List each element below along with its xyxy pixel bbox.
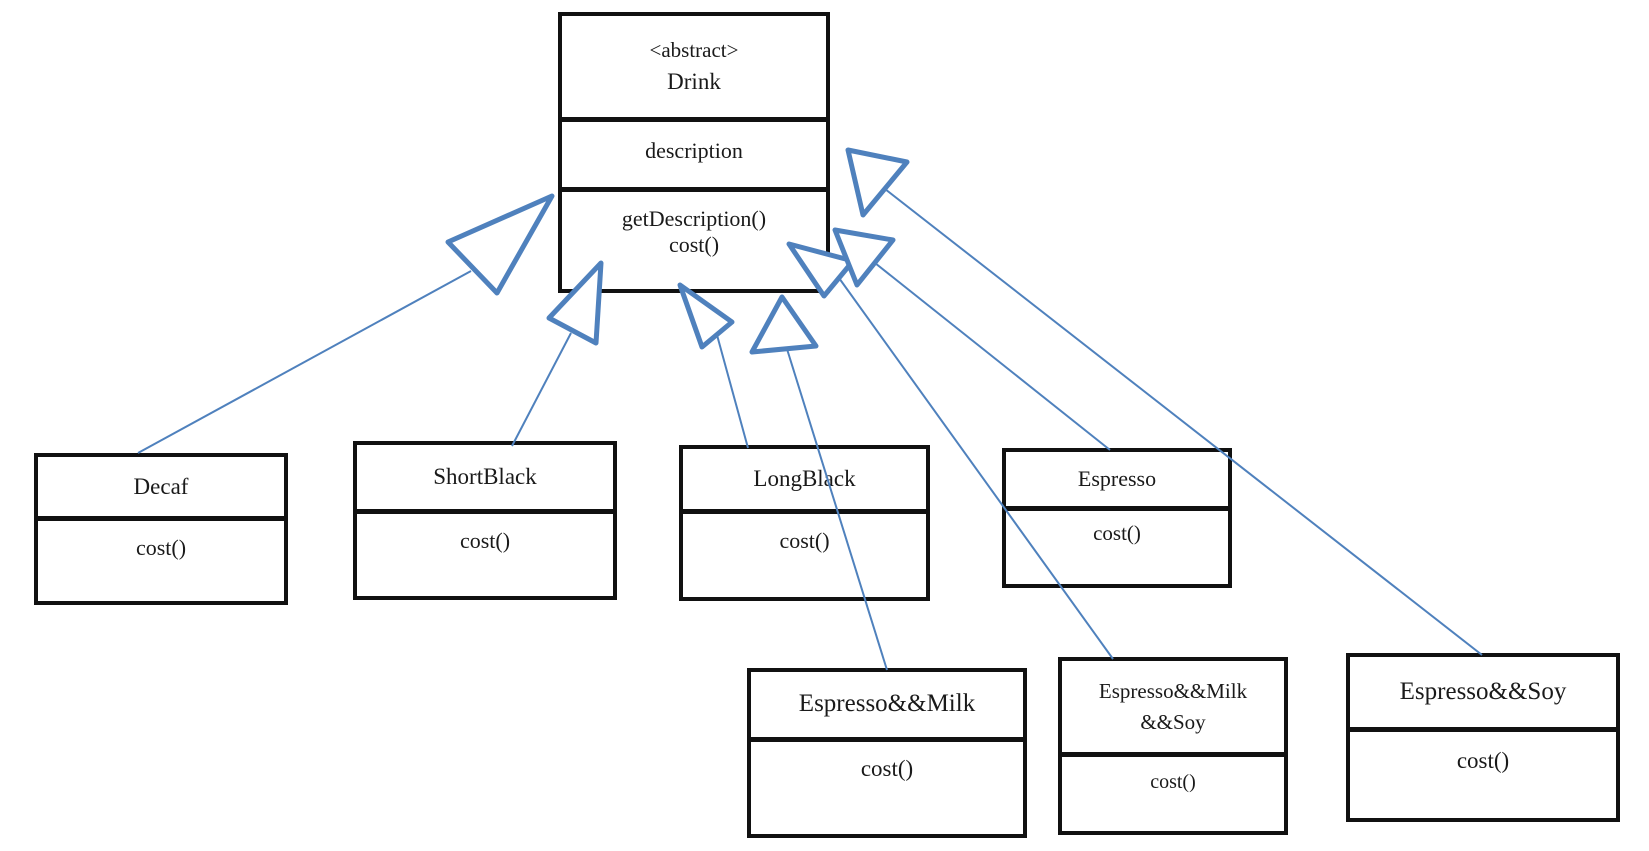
method-cost: cost() — [1456, 748, 1510, 773]
class-name-longblack: LongBlack — [753, 466, 856, 492]
method-cost: cost() — [860, 756, 914, 781]
inheritance-arrowhead-espresso-milk — [749, 294, 819, 355]
class-name-espresso-milk-soy-line1: Espresso&&Milk — [1098, 679, 1248, 704]
inheritance-arrowhead-longblack — [677, 282, 735, 350]
methods-section-longblack: cost() — [683, 509, 926, 597]
method-cost: cost() — [1093, 521, 1141, 545]
class-header-longblack: LongBlack — [683, 449, 926, 509]
class-box-espresso-soy: Espresso&&Soy cost() — [1346, 653, 1620, 822]
method-getdescription: getDescription() — [621, 206, 767, 231]
attribute-description: description — [645, 138, 743, 163]
inheritance-line-shortblack — [511, 332, 572, 447]
methods-section-shortblack: cost() — [357, 509, 613, 596]
methods-section-espresso: cost() — [1006, 506, 1228, 584]
method-cost: cost() — [779, 528, 830, 553]
class-header-espresso-soy: Espresso&&Soy — [1350, 657, 1616, 727]
class-box-drink: <abstract> Drink description getDescript… — [558, 12, 830, 293]
class-header-espresso-milk: Espresso&&Milk — [751, 672, 1023, 737]
class-name-drink: Drink — [667, 69, 721, 95]
methods-section-espresso-milk: cost() — [751, 737, 1023, 834]
class-box-decaf: Decaf cost() — [34, 453, 288, 605]
methods-section-espresso-soy: cost() — [1350, 727, 1616, 818]
inheritance-line-espresso — [874, 262, 1111, 451]
inheritance-arrowhead-espresso-soy — [845, 147, 910, 218]
class-box-longblack: LongBlack cost() — [679, 445, 930, 601]
inheritance-line-longblack — [716, 334, 749, 449]
inheritance-line-decaf — [137, 270, 472, 454]
method-cost: cost() — [1150, 771, 1196, 793]
class-header-decaf: Decaf — [38, 457, 284, 516]
class-name-espresso-milk-soy-line2: &&Soy — [1140, 709, 1206, 734]
class-name-espresso-soy: Espresso&&Soy — [1399, 677, 1567, 705]
class-header-shortblack: ShortBlack — [357, 445, 613, 509]
class-box-shortblack: ShortBlack cost() — [353, 441, 617, 600]
class-name-espresso: Espresso — [1077, 466, 1157, 492]
method-cost: cost() — [459, 528, 511, 553]
class-header-espresso-milk-soy: Espresso&&Milk &&Soy — [1062, 661, 1284, 752]
class-box-espresso: Espresso cost() — [1002, 448, 1232, 588]
class-box-espresso-milk: Espresso&&Milk cost() — [747, 668, 1027, 838]
method-cost: cost() — [668, 232, 720, 257]
inheritance-arrowhead-decaf — [445, 193, 555, 296]
attributes-section-drink: description — [562, 117, 826, 187]
method-cost: cost() — [135, 535, 187, 560]
methods-section-espresso-milk-soy: cost() — [1062, 752, 1284, 831]
methods-section-decaf: cost() — [38, 516, 284, 601]
inheritance-arrowhead-espresso — [832, 227, 896, 288]
class-stereotype: <abstract> — [649, 37, 739, 62]
class-box-espresso-milk-soy: Espresso&&Milk &&Soy cost() — [1058, 657, 1288, 835]
class-name-espresso-milk: Espresso&&Milk — [798, 690, 976, 718]
methods-section-drink: getDescription() cost() — [562, 187, 826, 293]
class-name-shortblack: ShortBlack — [433, 464, 537, 490]
class-header-drink: <abstract> Drink — [562, 16, 826, 117]
class-header-espresso: Espresso — [1006, 452, 1228, 506]
class-name-decaf: Decaf — [133, 473, 189, 499]
